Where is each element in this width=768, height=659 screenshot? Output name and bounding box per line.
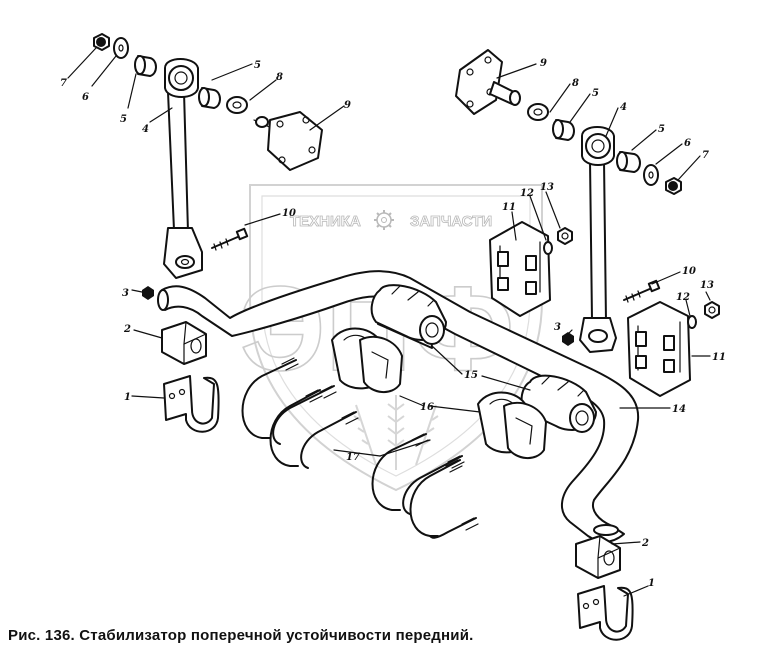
clamp-plate-upper — [489, 221, 551, 317]
bolt-right — [623, 279, 661, 303]
callout-3-left: 3 — [122, 288, 129, 299]
washer-12-upper — [543, 241, 553, 255]
callout-11-upper: 11 — [502, 202, 516, 213]
callout-8-right: 8 — [572, 78, 579, 89]
u-bolt-4 — [409, 459, 479, 539]
callout-17: 17 — [346, 452, 360, 463]
left-link-assembly — [93, 33, 323, 279]
callout-12-lower: 12 — [676, 292, 690, 303]
callout-5-right-outer: 5 — [658, 124, 665, 135]
rubber-bushing-upper — [370, 284, 447, 349]
callout-9-left: 9 — [344, 100, 351, 111]
bushing-right-outer — [616, 151, 641, 173]
bracket-1-right — [577, 585, 634, 641]
washer-right-inner — [527, 103, 549, 121]
gear-icon — [374, 210, 394, 230]
callout-1-right: 1 — [648, 578, 655, 589]
callout-8-left: 8 — [276, 72, 283, 83]
clamp-halves-left — [331, 327, 403, 393]
link-right — [579, 126, 617, 353]
right-link-assembly — [455, 49, 682, 353]
nut-13-lower — [704, 301, 720, 319]
callout-6-right: 6 — [684, 138, 691, 149]
callout-5-right-inner: 5 — [592, 88, 599, 99]
clamp-halves-right — [477, 391, 547, 459]
nut-right-top — [665, 177, 682, 195]
callout-14: 14 — [672, 404, 686, 415]
bracket-1-left — [163, 375, 220, 433]
figure-caption: Рис. 136. Стабилизатор поперечной устойч… — [8, 627, 474, 644]
bolt-left — [211, 227, 249, 251]
callout-9-right: 9 — [540, 58, 547, 69]
leader-lines — [67, 47, 711, 597]
cushion-left — [161, 321, 207, 365]
bracket-left — [253, 111, 323, 171]
callout-6-left: 6 — [82, 92, 89, 103]
washer-right-outer — [643, 164, 659, 186]
nut-3-right — [562, 332, 574, 346]
stabilizer-bar — [157, 270, 640, 543]
callout-15: 15 — [464, 370, 478, 381]
callout-13-upper: 13 — [540, 182, 554, 193]
bushing-right-inner — [552, 119, 575, 141]
callout-2-right: 2 — [641, 538, 649, 549]
callout-labels: 7 6 5 4 5 8 9 10 3 2 1 9 8 5 4 5 6 7 11 … — [60, 58, 726, 589]
washer-12-lower — [687, 315, 697, 329]
callout-5-left-inner: 5 — [254, 60, 261, 71]
callout-16: 16 — [420, 402, 434, 413]
bracket-right — [455, 49, 521, 115]
callout-10-right: 10 — [682, 266, 696, 277]
u-bolt-2 — [269, 389, 359, 469]
watermark-left-text: ТЕХНИКА — [290, 213, 361, 230]
u-bolt-3 — [371, 433, 465, 515]
u-bolt-1 — [241, 357, 337, 445]
washer-left-inner — [226, 96, 248, 114]
callout-11-lower: 11 — [712, 352, 726, 363]
callout-13-lower: 13 — [700, 280, 714, 291]
nut-left-top — [93, 33, 110, 51]
link-left — [163, 58, 203, 279]
callout-12-upper: 12 — [520, 188, 534, 199]
bushing-left-inner — [198, 87, 221, 109]
callout-5-left-outer: 5 — [120, 114, 127, 125]
callout-4-left: 4 — [142, 124, 149, 135]
bushing-left-top — [134, 55, 157, 77]
callout-2-left: 2 — [123, 324, 131, 335]
callout-10-left: 10 — [282, 208, 296, 219]
washer-left-top — [113, 37, 129, 59]
callout-3-right: 3 — [554, 322, 561, 333]
clamp-plate-lower — [627, 301, 691, 397]
callout-7-right: 7 — [702, 150, 709, 161]
callout-1-left: 1 — [124, 392, 131, 403]
nut-13-upper — [557, 227, 573, 245]
cushion-right — [575, 535, 621, 579]
watermark-right-text: ЗАПЧАСТИ — [410, 213, 492, 230]
nut-3-left — [142, 286, 154, 300]
callout-7-left: 7 — [60, 78, 67, 89]
callout-4-right: 4 — [620, 102, 627, 113]
